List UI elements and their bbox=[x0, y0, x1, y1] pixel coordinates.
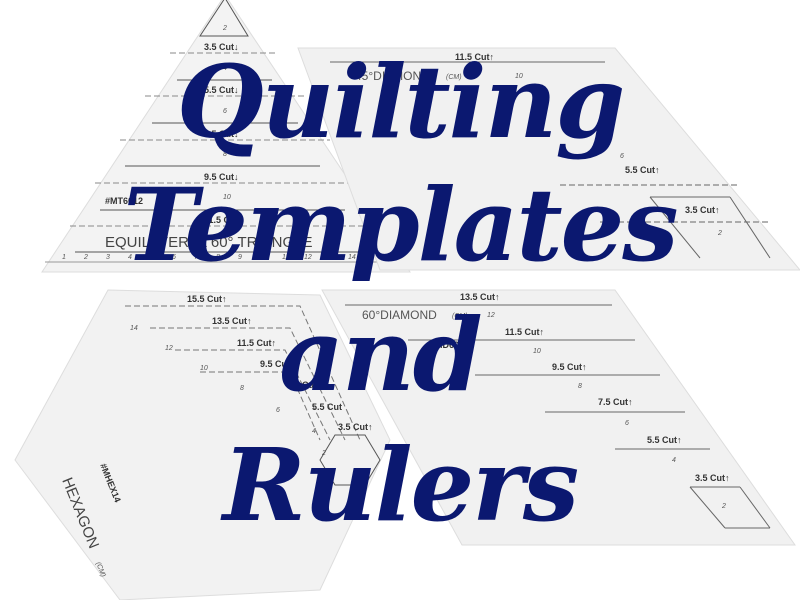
scale-tick-label: 12 bbox=[304, 254, 312, 261]
height-label: 6 bbox=[625, 420, 629, 427]
cut-label: 9.5 Cut↑ bbox=[260, 359, 295, 369]
cut-label: 7.5 Cut↑ bbox=[287, 380, 322, 390]
title-line-4: Rulers bbox=[222, 426, 579, 544]
height-label: 12 bbox=[165, 345, 173, 352]
triangle-name: EQUILATERAL 60° TRIANGLE bbox=[105, 234, 312, 251]
scale-tick-label: 5 bbox=[150, 254, 154, 261]
height-label: 4 bbox=[223, 65, 227, 72]
scale-tick-label: 11 bbox=[282, 254, 289, 261]
cut-label: 5.5 Cut↓ bbox=[204, 85, 239, 95]
cut-label: 11.5 Cut↑ bbox=[237, 338, 276, 348]
triangle-ruler: 3.5 Cut↓ 5.5 Cut↓ 7.5 Cut↓ 9.5 Cut↓ 11.5 Cut… bbox=[41, 0, 411, 273]
diamond45-ruler: 45°DIAMOND (CM) 11.5 Cut↑ 5.5 Cut↑ 3.5 Cut… bbox=[297, 47, 800, 271]
diamond60-unit: (CM) bbox=[452, 313, 468, 320]
scale-tick-label: 2 bbox=[83, 254, 88, 261]
cut-label: 5.5 Cut bbox=[312, 402, 342, 412]
height-label: 8 bbox=[578, 383, 582, 390]
cut-label: 13.5 Cut↑ bbox=[212, 316, 252, 326]
diamond60-code: #MD60 bbox=[430, 340, 459, 350]
height-label: 14 bbox=[130, 325, 138, 332]
cut-label: 5.5 Cut↑ bbox=[625, 165, 660, 175]
scale-tick-label: 10 bbox=[260, 254, 268, 261]
cut-label: 3.5 Cut↑ bbox=[338, 422, 373, 432]
hexagon-ruler: 15.5 Cut↑ 13.5 Cut↑ 11.5 Cut↑ 9.5 Cut↑ 7.5 C… bbox=[14, 289, 391, 600]
diamond45-unit: (CM) bbox=[446, 74, 462, 81]
title-line-3: and bbox=[279, 296, 482, 414]
height-label: 2 bbox=[717, 230, 722, 237]
cut-label: 7.5 Cut↓ bbox=[204, 129, 239, 139]
scale-tick-label: 14 bbox=[348, 254, 356, 261]
diamond45-name: 45°DIAMOND bbox=[355, 69, 430, 83]
diamond60-ruler: 60°DIAMOND (CM) #MD60 13.5 Cut↑ 11.5 Cut↑… bbox=[321, 289, 796, 546]
scale-tick-label: 13 bbox=[326, 254, 334, 261]
height-label: 6 bbox=[276, 407, 280, 414]
cut-label: 9.5 Cut↑ bbox=[552, 362, 587, 372]
diamond60-name: 60°DIAMOND bbox=[362, 308, 437, 322]
height-label: 10 bbox=[533, 348, 541, 355]
height-label: 2 bbox=[721, 503, 726, 510]
cut-label: 15.5 Cut↑ bbox=[187, 294, 227, 304]
triangle-code: #MT6012 bbox=[105, 196, 143, 206]
cut-label: 11.5 Cut↓ bbox=[204, 215, 243, 225]
cut-label: 5.5 Cut↑ bbox=[647, 435, 682, 445]
scale-tick-label: 8 bbox=[216, 254, 220, 261]
height-label: 6 bbox=[223, 108, 227, 115]
cut-label: 13.5 Cut↑ bbox=[460, 292, 500, 302]
height-label: 4 bbox=[312, 428, 316, 435]
height-label: 10 bbox=[223, 194, 231, 201]
height-label: 12 bbox=[487, 312, 495, 319]
cut-label: 11.5 Cut↑ bbox=[455, 52, 494, 62]
cut-label: 3.5 Cut↓ bbox=[204, 42, 239, 52]
title-line-1: Quilting bbox=[176, 43, 626, 161]
scale-tick-label: 7 bbox=[194, 254, 199, 261]
scale-tick-label: 1 bbox=[62, 254, 66, 261]
height-label: 8 bbox=[240, 385, 244, 392]
cut-label: 3.5 Cut↑ bbox=[695, 473, 730, 483]
scale-tick-label: 9 bbox=[238, 254, 242, 261]
height-label: 10 bbox=[515, 73, 523, 80]
scale-tick-label: 4 bbox=[128, 254, 132, 261]
cut-label: 9.5 Cut↓ bbox=[204, 172, 239, 182]
scale-tick-label: 6 bbox=[172, 254, 176, 261]
scale-tick-label: 3 bbox=[106, 254, 110, 261]
cut-label: 3.5 Cut↑ bbox=[685, 205, 720, 215]
height-label: 4 bbox=[672, 457, 676, 464]
height-label: 2 bbox=[321, 450, 326, 457]
cut-label: 7.5 Cut↑ bbox=[598, 397, 633, 407]
height-label: 6 bbox=[620, 153, 624, 160]
height-label: 10 bbox=[200, 365, 208, 372]
height-label: 2 bbox=[222, 25, 227, 32]
title-line-2: Templates bbox=[123, 166, 678, 284]
height-label: 8 bbox=[223, 151, 227, 158]
cut-label: 11.5 Cut↑ bbox=[505, 327, 544, 337]
